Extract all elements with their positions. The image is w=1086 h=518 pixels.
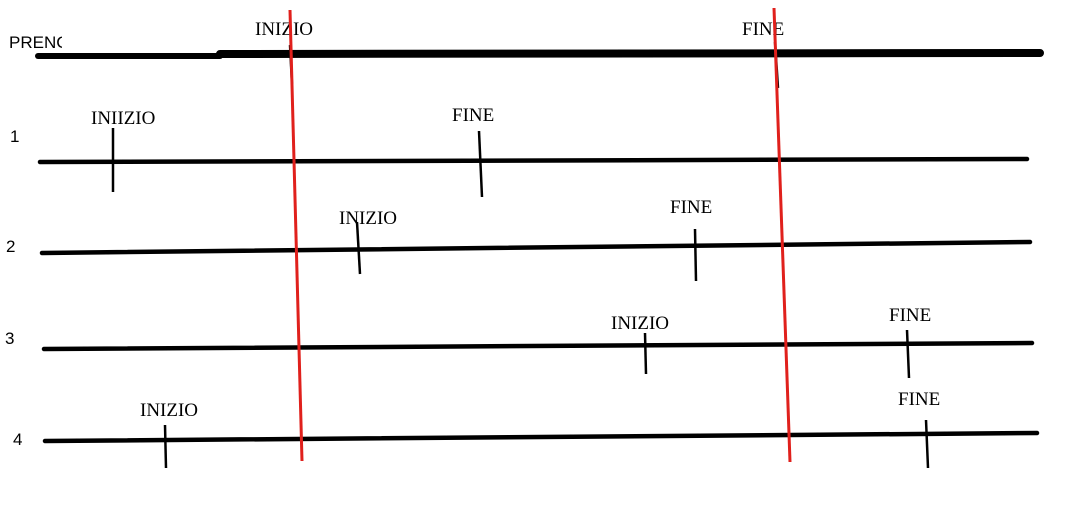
row-number: 4: [13, 430, 22, 449]
row-end-label: FINE: [452, 105, 494, 126]
row-end-label: FINE: [889, 305, 931, 326]
row-start-tick: [163, 424, 168, 469]
start-boundary-line: [288, 9, 304, 462]
row-start-tick: [643, 332, 648, 375]
label-mask: [62, 28, 222, 52]
row-end-tick: [924, 419, 930, 469]
row-start-label: INIZIO: [339, 208, 397, 229]
booking-line: [216, 49, 1044, 58]
row-end-label: FINE: [670, 197, 712, 218]
booking-start-label: INIZIO: [255, 19, 313, 40]
row-end-tick: [693, 228, 698, 282]
row-timeline: [41, 340, 1035, 352]
row-number: 3: [5, 329, 14, 348]
row-start-label: INIZIO: [140, 400, 198, 421]
row-start-tick: [355, 221, 362, 275]
row-number: 1: [10, 127, 19, 146]
row-end-label: FINE: [898, 389, 940, 410]
row-end-tick: [477, 130, 484, 198]
row-start-label: INIIZIO: [91, 108, 155, 129]
row-end-tick: [905, 329, 911, 379]
row-timeline: [37, 156, 1030, 165]
row-timeline: [39, 239, 1033, 256]
end-boundary-line: [772, 7, 792, 463]
row-number: 2: [6, 237, 15, 256]
end-label-mask: [738, 35, 786, 47]
row-timeline: [42, 430, 1040, 444]
row-start-label: INIZIO: [611, 313, 669, 334]
booking-label: PRENC: [9, 33, 69, 52]
